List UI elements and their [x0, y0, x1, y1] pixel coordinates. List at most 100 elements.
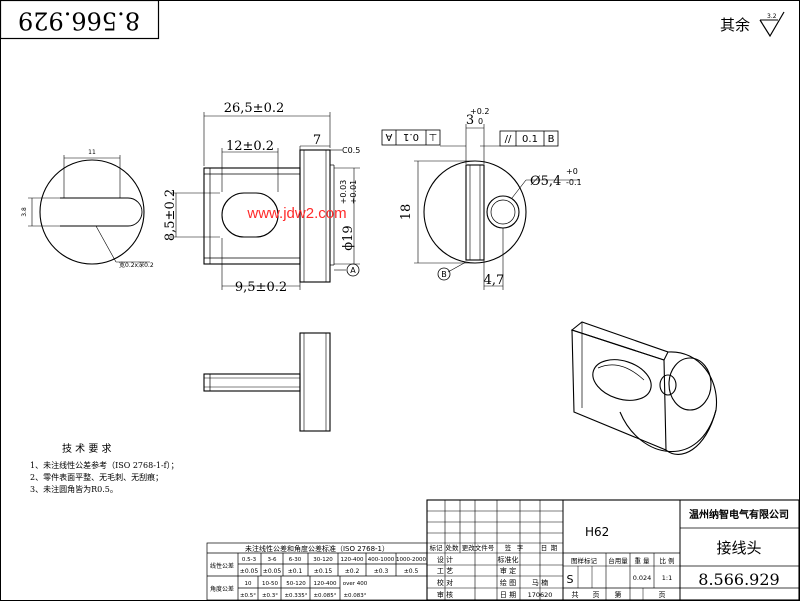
tab-offset-dim: 4,7	[484, 273, 505, 288]
slot-pos-dim: 9,5±0.2	[235, 280, 287, 295]
svg-text:日: 日	[541, 544, 548, 552]
right-side-view	[414, 124, 580, 290]
isometric-view	[570, 321, 718, 455]
rev-headers: 标记 处数 更改文件号 签 字 日 期	[430, 543, 558, 552]
slot-length-dim: 12±0.2	[226, 139, 274, 154]
svg-text:B: B	[548, 134, 555, 145]
tech-req-item-3: 3、未注圆角皆为R0.5。	[30, 484, 118, 494]
drawing-number: 8.566.929	[698, 570, 779, 589]
svg-text://: //	[505, 134, 512, 145]
svg-text:±0.1: ±0.1	[288, 568, 303, 575]
svg-text:⊥: ⊥	[429, 131, 438, 142]
svg-text:±0.05: ±0.05	[240, 568, 259, 575]
svg-text:10: 10	[245, 581, 252, 587]
left-end-view	[28, 155, 150, 265]
main-front-view	[170, 112, 360, 290]
svg-text:设 计: 设 计	[437, 555, 453, 564]
tol-angle-ranges: 10 10-50 50-120 120-400 over 400	[245, 581, 368, 587]
roughness-symbol-icon	[759, 11, 785, 38]
datum-a-marker: A	[346, 263, 360, 277]
roughness-value: 3.2	[767, 13, 777, 20]
slot-width-dim: 8,5±0.2	[163, 189, 178, 241]
svg-text:±0.335°: ±0.335°	[284, 593, 307, 599]
svg-text:比 例: 比 例	[659, 556, 674, 565]
svg-text:±0.2: ±0.2	[345, 568, 360, 575]
svg-text:工 艺: 工 艺	[437, 567, 453, 575]
svg-text:审 核: 审 核	[437, 590, 453, 599]
svg-text:期: 期	[551, 544, 558, 552]
technical-requirements: 技 术 要 求 1、未注线性公差参考（ISO 2768-1-f）； 2、零件表面…	[30, 442, 179, 494]
left-height-dim: 3.8	[21, 207, 28, 217]
chamfer-dim: C0.5	[342, 146, 360, 155]
svg-text:签: 签	[505, 543, 512, 552]
shank-dia-dim: ϕ19	[341, 225, 356, 250]
height-dim: 18	[399, 204, 414, 221]
drafter-name: 马 楠	[532, 578, 548, 587]
company-name: 温州纳智电气有限公司	[689, 508, 789, 521]
svg-text:over 400: over 400	[343, 581, 368, 587]
svg-text:B: B	[441, 270, 447, 279]
weight-value: 0.024	[633, 574, 652, 582]
svg-text:±0.083°: ±0.083°	[343, 593, 366, 599]
sheets-total-label: 共	[572, 590, 579, 599]
role-labels: 设 计 工 艺 校 对 审 核 标准化 审 定 绘 图 日 期	[437, 555, 519, 599]
left-small-dim: 11	[88, 149, 96, 156]
stage-headers: 图样标记 台用量 重 量 比 例	[571, 556, 675, 565]
svg-text:50-120: 50-120	[286, 581, 306, 587]
svg-text:日 期: 日 期	[500, 591, 516, 599]
datum-b-marker: B	[437, 267, 451, 281]
svg-text:±0.5: ±0.5	[404, 568, 419, 575]
svg-text:1000-2000: 1000-2000	[396, 557, 426, 563]
svg-text:标准化: 标准化	[498, 555, 519, 564]
svg-text:0.1: 0.1	[403, 131, 419, 142]
sheets-total-word: 页	[593, 591, 600, 599]
svg-text:10-50: 10-50	[262, 581, 278, 587]
tab-tol-upper: +0.2	[470, 107, 489, 116]
material-text: H62	[585, 525, 609, 539]
svg-text:A: A	[385, 131, 392, 142]
svg-text:A: A	[350, 266, 356, 275]
svg-text:绘 图: 绘 图	[500, 578, 516, 587]
svg-text:±0.5°: ±0.5°	[240, 593, 256, 599]
svg-text:±0.15: ±0.15	[314, 568, 333, 575]
hole-tol-lower: -0.1	[566, 178, 582, 187]
svg-text:处数: 处数	[446, 543, 460, 552]
svg-text:±0.05: ±0.05	[263, 568, 282, 575]
overall-length-dim: 26,5±0.2	[224, 101, 285, 116]
corner-code-box: 8.566.929	[0, 0, 160, 40]
scale-value: 1:1	[662, 574, 672, 582]
surface-roughness-note: 其余 3.2	[720, 11, 785, 38]
corner-code: 8.566.929	[18, 7, 140, 35]
svg-text:更改文件号: 更改文件号	[462, 543, 495, 552]
sheet-no-label: 第	[615, 590, 622, 599]
head-width-dim: 7	[313, 133, 321, 148]
svg-text:6-30: 6-30	[289, 557, 302, 563]
svg-text:120-400: 120-400	[314, 581, 337, 587]
fillet-note: 宽0.2x深0.2	[119, 261, 154, 269]
svg-text:0.1: 0.1	[522, 134, 538, 145]
svg-text:400-1000: 400-1000	[368, 557, 395, 563]
svg-text:±0.085°: ±0.085°	[313, 593, 336, 599]
svg-text:校 对: 校 对	[437, 578, 453, 587]
tab-width-dim: 3	[466, 113, 474, 128]
svg-text:30-120: 30-120	[313, 557, 333, 563]
bottom-top-view	[203, 332, 331, 432]
svg-text:审 定: 审 定	[500, 566, 516, 575]
surface-note-text: 其余	[720, 16, 750, 34]
tol-row-angle-label: 角度公差	[210, 585, 234, 593]
tol-linear-ranges: 0.5-3 3-6 6-30 30-120 120-400 400-1000 1…	[242, 557, 427, 563]
svg-text:台用量: 台用量	[608, 556, 628, 565]
svg-text:0.5-3: 0.5-3	[242, 557, 257, 563]
tech-req-title: 技 术 要 求	[62, 442, 112, 455]
hole-dia-dim: Ø5,4	[530, 174, 561, 189]
sheet-no-word: 页	[659, 591, 666, 599]
tol-linear-values: ±0.05 ±0.05 ±0.1 ±0.15 ±0.2 ±0.3 ±0.5	[240, 568, 419, 575]
svg-text:±0.3: ±0.3	[374, 568, 389, 575]
svg-text:±0.3°: ±0.3°	[262, 593, 278, 599]
stage-mark: S	[567, 573, 574, 586]
svg-text:重 量: 重 量	[634, 557, 650, 565]
gdt-perpendicularity-frame: ⊥ 0.1 A	[381, 129, 441, 146]
tol-angle-values: ±0.5° ±0.3° ±0.335° ±0.085° ±0.083°	[240, 593, 367, 599]
svg-text:图样标记: 图样标记	[571, 556, 598, 565]
